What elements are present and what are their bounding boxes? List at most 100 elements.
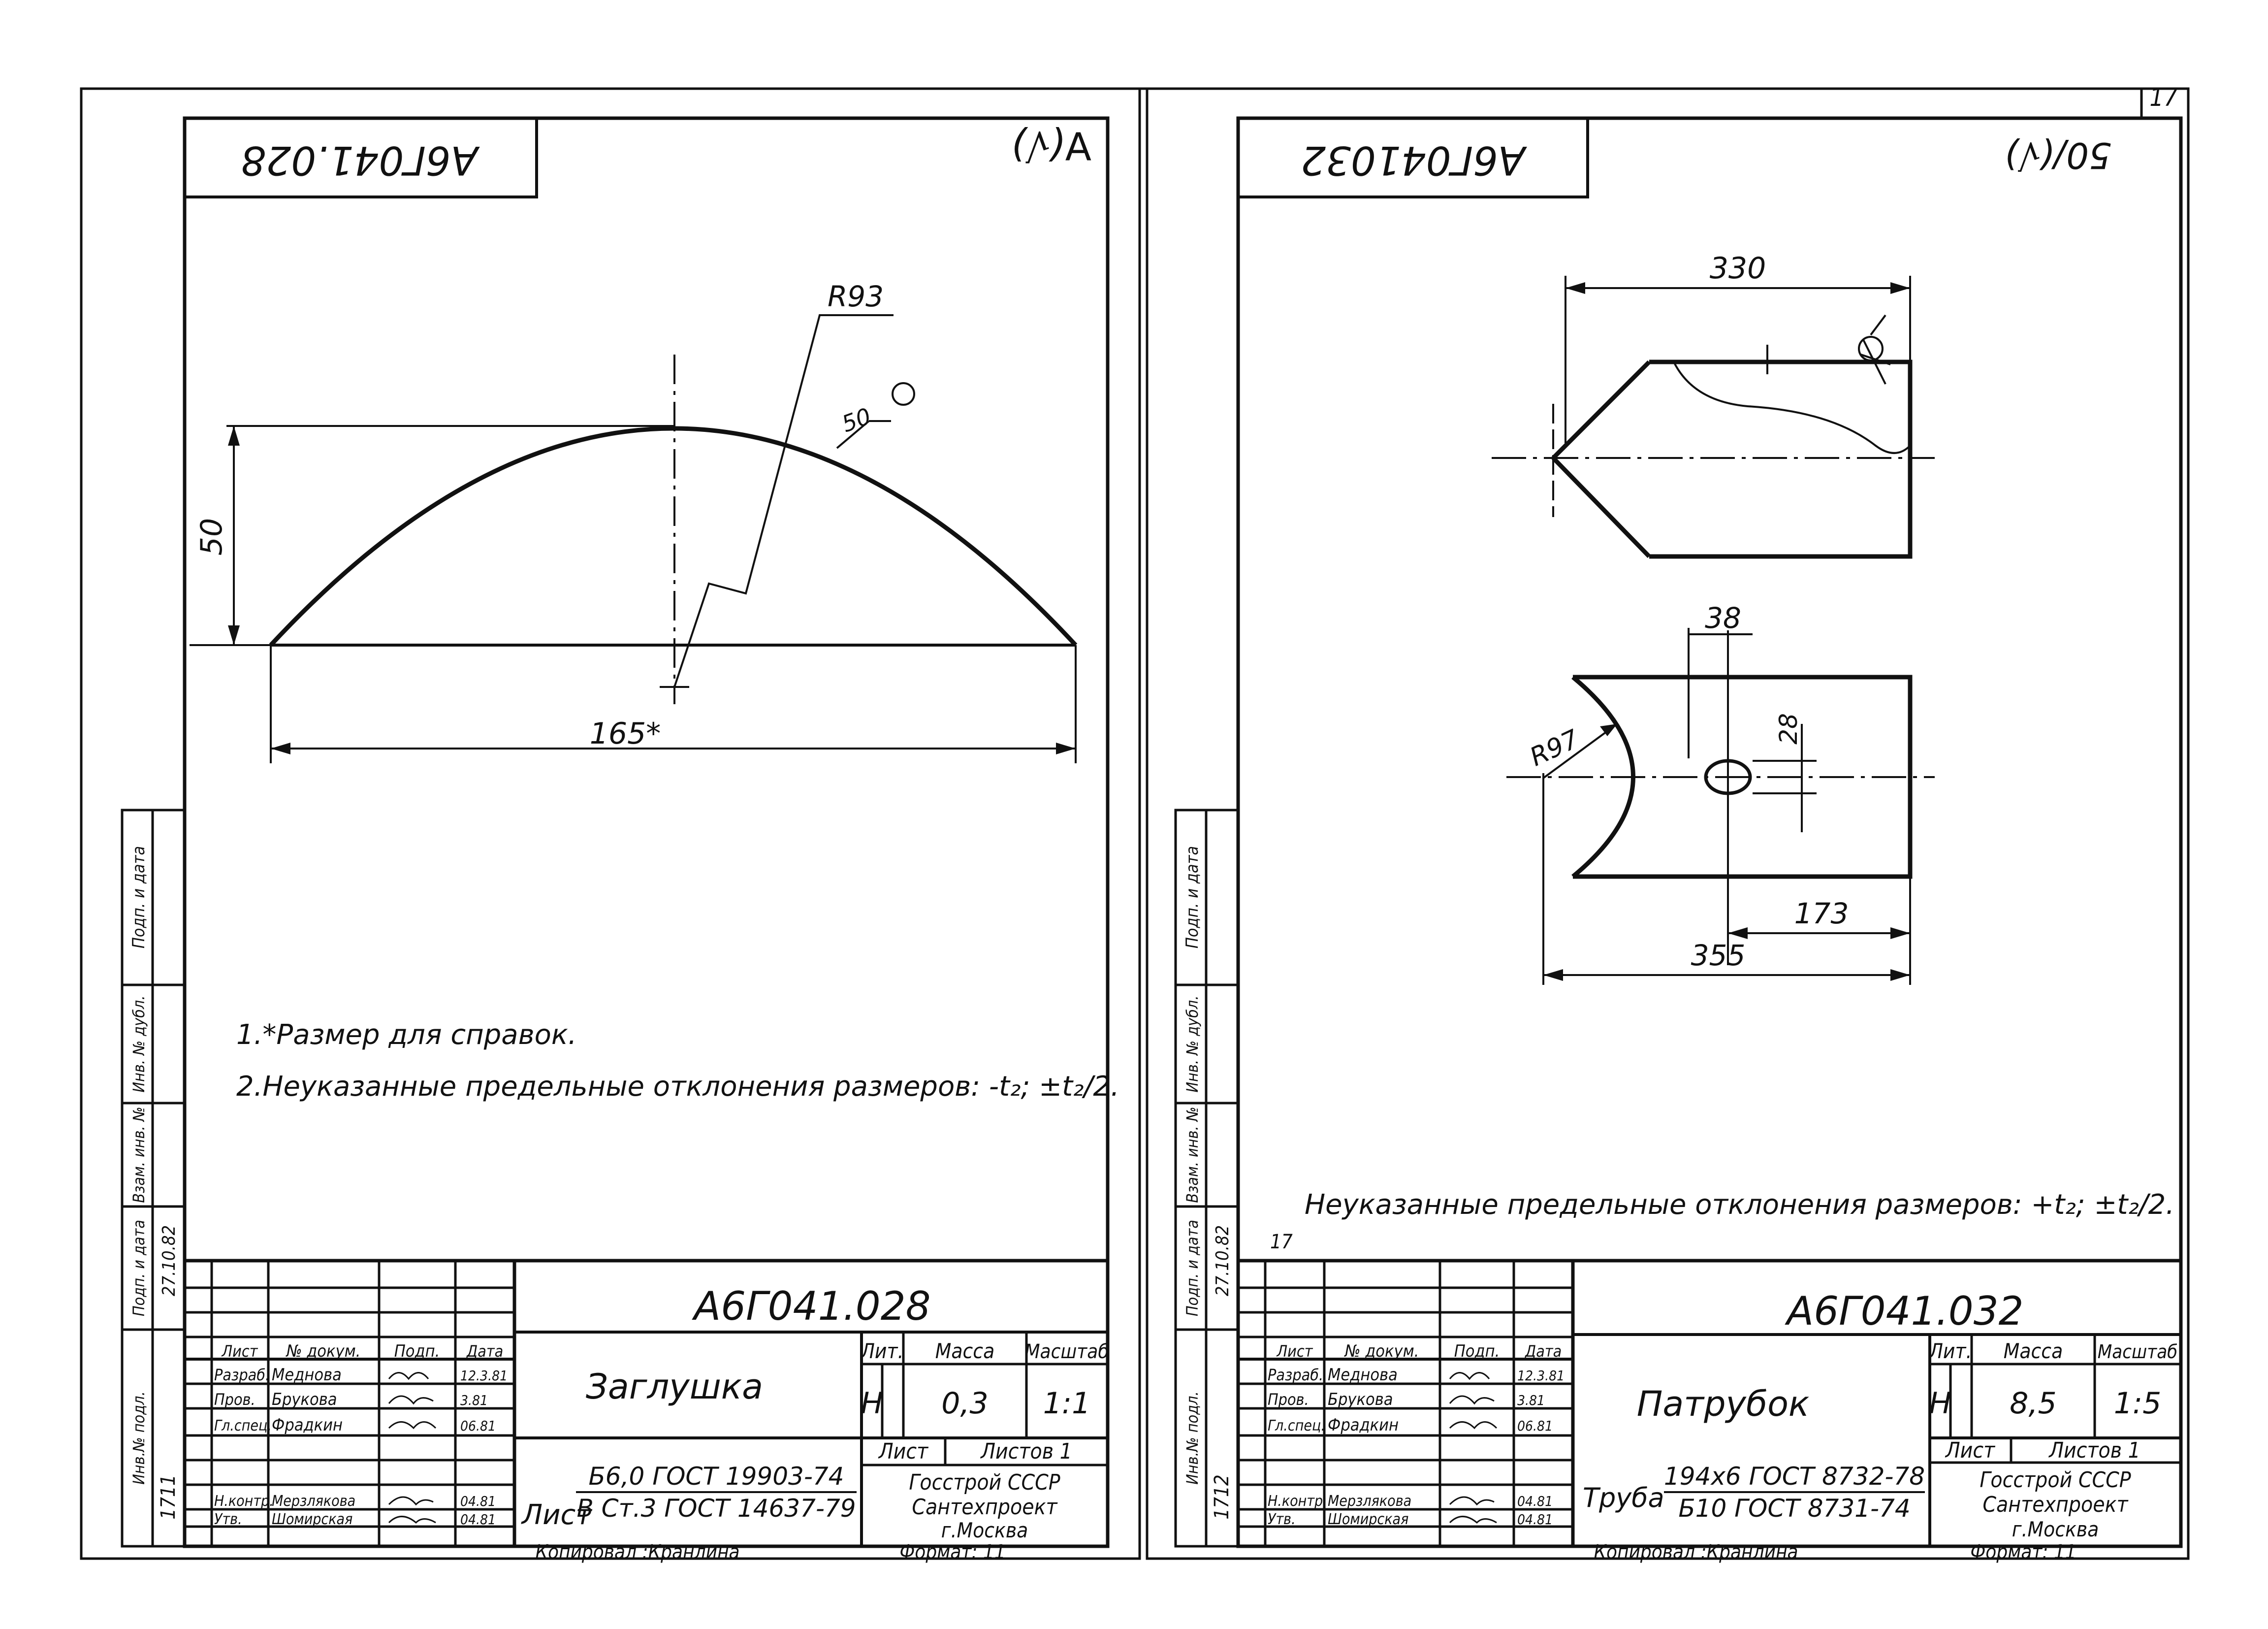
right-date-5: 04.81 bbox=[1517, 1511, 1553, 1528]
right-footer-copy: Копировал :Кранлина bbox=[1594, 1541, 1798, 1564]
right-part-name: Патрубок bbox=[1637, 1384, 1809, 1424]
left-name-4: Мерзлякова bbox=[272, 1493, 355, 1510]
right-material-bottom: Б10 ГОСТ 8731-74 bbox=[1678, 1494, 1910, 1523]
right-side-label-4: Инв. № дубл. bbox=[1183, 996, 1202, 1093]
right-role-2: Пров. bbox=[1268, 1390, 1309, 1409]
left-scale-value: 1:1 bbox=[1043, 1386, 1091, 1421]
left-side-label-5: Подп. и дата bbox=[129, 846, 149, 948]
left-signature-rows: Разраб. Пров. Гл.спец. Н.контр. Утв. Мед… bbox=[214, 1365, 508, 1528]
left-note-1: 1.*Размер для справок. bbox=[236, 1019, 577, 1051]
right-role-1: Разраб. bbox=[1268, 1366, 1323, 1384]
pipe-side-details bbox=[1492, 276, 1935, 517]
right-side-label-5: Подп. и дата bbox=[1182, 846, 1202, 948]
right-side-label-3: Взам. инв. № bbox=[1183, 1107, 1202, 1203]
right-name-2: Брукова bbox=[1328, 1390, 1393, 1409]
left-hdr-doc: № докум. bbox=[286, 1341, 361, 1361]
right-date-3: 06.81 bbox=[1517, 1418, 1553, 1434]
pipe-top-arrows bbox=[1543, 724, 1910, 981]
right-name-1: Меднова bbox=[1328, 1365, 1398, 1385]
left-org-2: Сантехпроект bbox=[912, 1495, 1058, 1520]
pipe-side-arrows bbox=[1565, 282, 1910, 294]
left-date-3: 06.81 bbox=[460, 1418, 496, 1434]
left-mass-value: 0,3 bbox=[941, 1386, 988, 1421]
left-sheet-label: Лист bbox=[878, 1439, 929, 1464]
right-side-strip bbox=[1174, 809, 1240, 1548]
pipe-len-total-label: 355 bbox=[1691, 939, 1746, 972]
left-part-name: Заглушка bbox=[586, 1367, 763, 1407]
left-org-1: Госстрой СССР bbox=[909, 1470, 1060, 1495]
right-mass-value: 8,5 bbox=[2010, 1386, 2056, 1421]
right-note: Неуказанные предельные отклонения размер… bbox=[1305, 1189, 2174, 1221]
pipe-side-view bbox=[1551, 359, 1913, 559]
right-side-label-1: Инв.№ подл. bbox=[1183, 1391, 1202, 1484]
left-hdr-sign: Подп. bbox=[394, 1341, 440, 1361]
cap-radius-label: R93 bbox=[828, 280, 884, 313]
left-title-code: А6Г041.028 bbox=[691, 1283, 930, 1329]
cap-height-label: 50 bbox=[194, 518, 229, 555]
left-material-top: Б6,0 ГОСТ 19903-74 bbox=[589, 1462, 844, 1491]
outer-frames bbox=[80, 87, 2190, 1560]
right-col-scale: Масштаб bbox=[2098, 1341, 2177, 1363]
pipe-hole-dia-label: 28 bbox=[1774, 713, 1803, 745]
left-sheets-label: Листов 1 bbox=[980, 1439, 1072, 1464]
left-side-label-3: Взам. инв. № bbox=[129, 1107, 148, 1203]
left-side-label-1: Инв.№ подл. bbox=[129, 1391, 148, 1484]
left-sheet: А6Г041.028 ∀(√) bbox=[121, 116, 1119, 1564]
right-name-4: Мерзлякова bbox=[1328, 1493, 1411, 1510]
right-top-code: А6Г041032 bbox=[1301, 137, 1528, 183]
right-col-mass: Масса bbox=[2004, 1339, 2063, 1363]
left-name-5: Шомирская bbox=[272, 1511, 352, 1528]
left-roughness-mark: ∀(√) bbox=[1011, 123, 1091, 167]
right-role-3: Гл.спец. bbox=[1268, 1417, 1325, 1434]
left-side-strip bbox=[121, 809, 186, 1548]
left-top-code-box bbox=[183, 117, 538, 198]
left-col-scale: Масштаб bbox=[1024, 1340, 1109, 1363]
pipe-len-mid-label: 173 bbox=[1794, 897, 1849, 930]
left-side-inv: 1711 bbox=[157, 1474, 180, 1520]
right-title-code: А6Г041.032 bbox=[1784, 1288, 2023, 1334]
pipe-radius-label: R97 bbox=[1526, 724, 1584, 773]
right-date-2: 3.81 bbox=[1517, 1392, 1545, 1408]
left-title-block-grid bbox=[185, 1259, 1108, 1546]
left-footer-format: Формат: 11 bbox=[899, 1541, 1005, 1564]
right-hdr-list: Лист bbox=[1277, 1342, 1313, 1361]
right-hdr-date: Дата bbox=[1524, 1342, 1562, 1361]
left-role-4: Н.контр. bbox=[214, 1493, 274, 1510]
left-role-3: Гл.спец. bbox=[214, 1417, 272, 1434]
right-lit-value: Н bbox=[1929, 1386, 1951, 1421]
pipe-len-top-label: 330 bbox=[1710, 251, 1766, 286]
left-side-label-4: Инв. № дубл. bbox=[129, 996, 148, 1093]
right-left-sheet-mark: 17 bbox=[1270, 1231, 1293, 1253]
left-org-3: г.Москва bbox=[941, 1518, 1028, 1542]
pipe-hole-offset-label: 38 bbox=[1705, 601, 1741, 635]
right-footer-format: Формат: 11 bbox=[1970, 1541, 2076, 1564]
left-side-date: 27.10.82 bbox=[159, 1225, 179, 1296]
left-date-5: 04.81 bbox=[460, 1511, 496, 1528]
cap-arrowheads bbox=[228, 426, 1076, 754]
right-side-label-2: Подп. и дата bbox=[1183, 1220, 1202, 1316]
cap-width-label: 165* bbox=[590, 717, 661, 751]
sheet-number: 17 bbox=[2149, 83, 2178, 112]
right-material-prefix: Труба bbox=[1583, 1482, 1664, 1513]
right-date-4: 04.81 bbox=[1517, 1493, 1553, 1509]
left-col-lit: Лит. bbox=[860, 1339, 904, 1363]
left-hdr-list: Лист bbox=[222, 1342, 258, 1361]
left-col-mass: Масса bbox=[935, 1339, 994, 1363]
right-role-5: Утв. bbox=[1268, 1511, 1296, 1528]
right-org-1: Госстрой СССР bbox=[1980, 1467, 2131, 1493]
right-roughness-mark: 50/(√) bbox=[2004, 134, 2111, 176]
left-date-4: 04.81 bbox=[460, 1493, 496, 1509]
left-name-1: Меднова bbox=[272, 1365, 342, 1385]
left-name-2: Брукова bbox=[272, 1390, 337, 1409]
right-sheet-label: Лист bbox=[1945, 1438, 1996, 1463]
right-role-4: Н.контр. bbox=[1268, 1493, 1327, 1510]
left-footer-copy: Копировал :Кранлина bbox=[535, 1541, 739, 1564]
left-date-1: 12.3.81 bbox=[460, 1368, 508, 1384]
left-note-2: 2.Неуказанные предельные отклонения разм… bbox=[236, 1071, 1119, 1103]
left-lit-value: Н bbox=[861, 1386, 883, 1421]
right-material-top: 194x6 ГОСТ 8732-78 bbox=[1664, 1462, 1925, 1491]
right-inner-frame bbox=[1236, 116, 2183, 1548]
left-side-label-2: Подп. и дата bbox=[129, 1220, 148, 1316]
right-title-block-grid bbox=[1238, 1259, 2181, 1546]
